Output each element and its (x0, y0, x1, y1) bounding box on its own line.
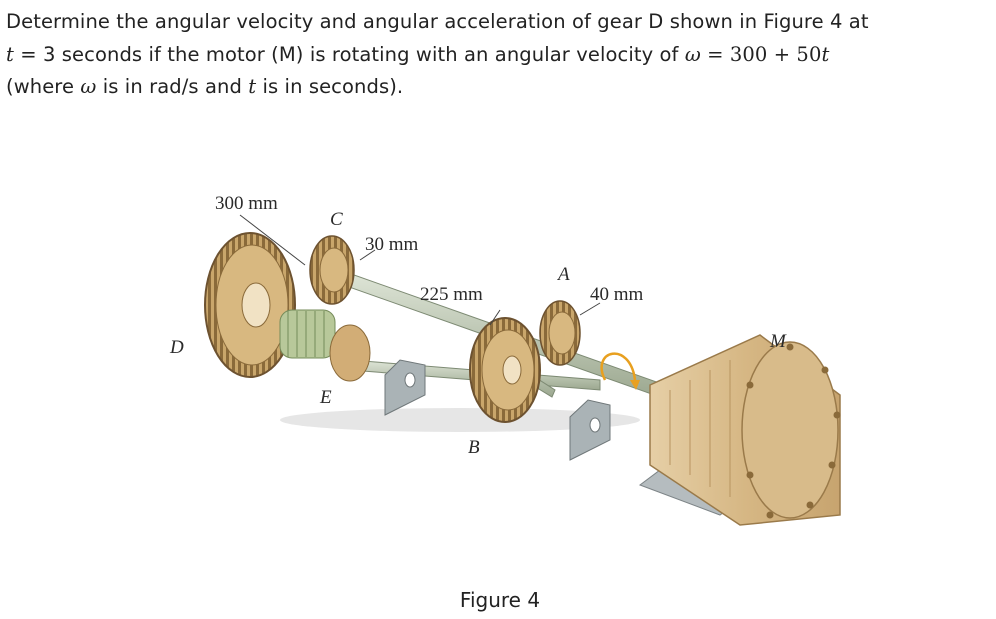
problem-line-3: (where ω is in rad/s and t is in seconds… (6, 71, 990, 104)
leader-30 (359, 249, 376, 261)
problem-statement: Determine the angular velocity and angul… (6, 6, 990, 104)
omega-equation: = 300 + 50 (700, 42, 822, 66)
leader-300 (239, 214, 306, 266)
label-300mm: 300 mm (215, 193, 278, 214)
label-225mm: 225 mm (420, 284, 483, 305)
problem-line-1: Determine the angular velocity and angul… (6, 6, 990, 39)
gear-d (204, 232, 296, 378)
label-40mm: 40 mm (590, 284, 644, 305)
label-gear-a: A (556, 264, 570, 285)
rotation-arrow (600, 352, 637, 381)
label-gear-e: E (319, 387, 332, 408)
gear-train-figure: 300 mm C 30 mm 225 mm A 40 mm D E B M (160, 175, 860, 560)
problem-line-3-c: is in seconds). (256, 75, 404, 98)
problem-line-2: t = 3 seconds if the motor (M) is rotati… (6, 39, 990, 72)
motor-m (638, 334, 841, 526)
figure-caption: Figure 4 (459, 588, 541, 612)
worm-e (279, 309, 336, 359)
gear-c (309, 235, 355, 305)
gear-a (539, 300, 581, 366)
label-gear-b: B (468, 437, 480, 458)
bearing-support-right (569, 399, 611, 461)
label-gear-d: D (169, 337, 184, 358)
var-omega-2: ω (80, 75, 97, 98)
ground-shadow (280, 408, 640, 432)
var-omega: ω (684, 42, 701, 66)
label-30mm: 30 mm (365, 234, 419, 255)
label-gear-c: C (330, 209, 343, 230)
var-t-3: t (248, 75, 257, 98)
gear-train-illustration: 300 mm C 30 mm 225 mm A 40 mm D E B M (169, 193, 841, 526)
problem-line-1-text: Determine the angular velocity and angul… (6, 10, 869, 33)
leader-40 (579, 302, 601, 316)
coupling-disk (329, 324, 371, 382)
problem-line-3-a: (where (6, 75, 81, 98)
var-t-2: t (821, 42, 830, 66)
leader-225 (489, 309, 501, 326)
bearing-support-left (384, 359, 426, 416)
label-motor-m: M (769, 331, 787, 352)
gear-b (469, 317, 541, 423)
var-t: t (6, 42, 14, 66)
problem-line-3-b: is in rad/s and (96, 75, 249, 98)
rotation-arrow-head (630, 380, 640, 390)
problem-line-2-text: = 3 seconds if the motor (M) is rotating… (13, 42, 685, 66)
